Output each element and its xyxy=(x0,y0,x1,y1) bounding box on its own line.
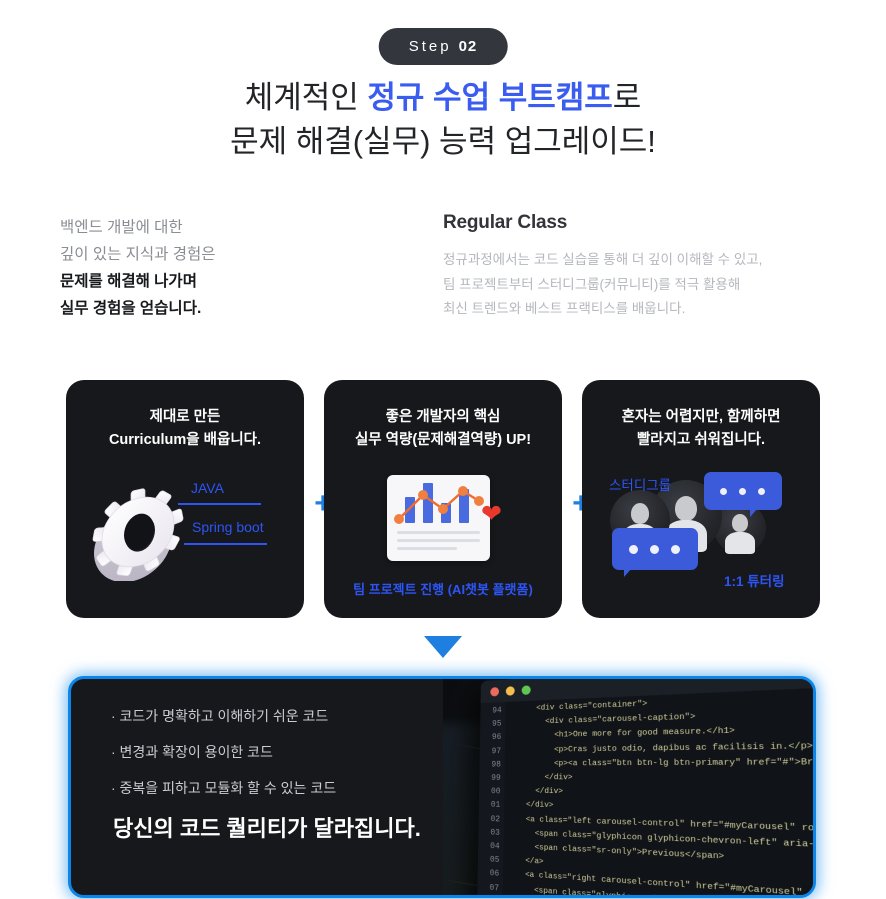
window-minimize-dot[interactable] xyxy=(505,686,515,696)
chart-text-line-2 xyxy=(397,539,480,542)
card-3-title: 혼자는 어렵지만, 함께하면 빨라지고 쉬워집니다. xyxy=(582,406,820,453)
step-badge-number: 02 xyxy=(458,38,478,55)
arrow-down-icon xyxy=(424,636,462,658)
bullet-item-2: · 변경과 확장이 용이한 코드 xyxy=(111,744,273,760)
speech-bubble-2 xyxy=(704,472,782,517)
card-1-rule-spring xyxy=(184,543,267,545)
editor-code-content: <div class="container"> <div class="caro… xyxy=(525,700,816,898)
intro-left-strong-line-2: 실무 경험을 얻습니다. xyxy=(60,300,202,318)
card-1-label-spring: Spring boot xyxy=(192,519,264,535)
intro-left-strong-line-1: 문제를 해결해 나가며 xyxy=(60,273,197,291)
editor-line-numbers: 94 95 96 97 98 99 00 01 02 03 04 05 06 0… xyxy=(476,701,506,895)
code-quality-headline: 당신의 코드 퀄리티가 달라집니다. xyxy=(113,816,421,841)
headline-accent: 정규 수업 부트캠프 xyxy=(367,80,613,115)
card-2-title-line-1: 좋은 개발자의 핵심 xyxy=(385,409,501,425)
chart-bar-4 xyxy=(459,489,469,523)
speech-bubble-1 xyxy=(612,528,698,577)
regular-class-line-3: 최신 트렌드와 베스트 프랙티스를 배웁니다. xyxy=(443,301,686,317)
card-1-title-line-2: Curriculum을 배웁니다. xyxy=(108,432,262,449)
card-2-title-line-2: 실무 역량(문제해결역량) UP! xyxy=(354,432,532,449)
feature-card-community[interactable]: 혼자는 어렵지만, 함께하면 빨라지고 쉬워집니다. xyxy=(582,380,820,618)
intro-right-block: Regular Class 정규과정에서는 코드 실습을 통해 더 깊이 이해할… xyxy=(443,212,762,322)
card-3-title-line-2: 빨라지고 쉬워집니다. xyxy=(636,432,766,449)
card-2-caption: 팀 프로젝트 진행 (AI챗봇 플랫폼) xyxy=(353,582,533,597)
page-title: 체계적인 정규 수업 부트캠프로 문제 해결(실무) 능력 업그레이드! xyxy=(0,76,886,164)
window-close-dot[interactable] xyxy=(490,687,500,697)
feature-card-curriculum[interactable]: 제대로 만든 Curriculum을 배웁니다. xyxy=(66,380,304,618)
headline-line1-pre: 체계적인 xyxy=(244,80,368,115)
code-quality-panel: 94 95 96 97 98 99 00 01 02 03 04 05 06 0… xyxy=(68,676,816,898)
chart-document-icon xyxy=(387,475,490,561)
bullet-item-1: · 코드가 명확하고 이해하기 쉬운 코드 xyxy=(111,708,329,724)
headline-line-2: 문제 해결(실무) 능력 업그레이드! xyxy=(230,124,656,160)
regular-class-line-1: 정규과정에서는 코드 실습을 통해 더 깊이 이해할 수 있고, xyxy=(443,252,763,267)
card-2-title: 좋은 개발자의 핵심 실무 역량(문제해결역량) UP! xyxy=(324,406,562,453)
window-maximize-dot[interactable] xyxy=(521,685,531,696)
card-1-title: 제대로 만든 Curriculum을 배웁니다. xyxy=(66,406,304,453)
intro-left-soft-line-1: 백엔드 개발에 대한 xyxy=(60,219,183,236)
card-1-rule-java xyxy=(178,503,261,505)
feature-card-row: 제대로 만든 Curriculum을 배웁니다. xyxy=(66,380,820,618)
card-1-label-java: JAVA xyxy=(191,480,224,496)
headline-line-1: 체계적인 정규 수업 부트캠프로 xyxy=(0,76,886,120)
chart-text-line-1 xyxy=(397,531,480,534)
intro-left-soft-line-2: 깊이 있는 지식과 경험은 xyxy=(60,246,216,264)
regular-class-title: Regular Class xyxy=(443,212,568,233)
intro-left-block: 백엔드 개발에 대한 깊이 있는 지식과 경험은 문제를 해결해 나가며 실무 … xyxy=(60,214,216,323)
chart-trend-line xyxy=(394,486,484,524)
heart-icon: ❤ xyxy=(481,500,502,528)
chart-bar-2 xyxy=(423,483,433,523)
code-editor-illustration: 94 95 96 97 98 99 00 01 02 03 04 05 06 0… xyxy=(443,679,816,898)
chart-bar-1 xyxy=(405,497,415,523)
step-badge: Step 02 xyxy=(378,28,508,65)
regular-class-line-2: 팀 프로젝트부터 스터디그룹(커뮤니티)를 적극 활용해 xyxy=(443,276,741,292)
headline-line1-post: 로 xyxy=(612,80,642,115)
gear-icon xyxy=(88,476,188,583)
avatar-3 xyxy=(714,502,766,554)
code-quality-bullet-list: · 코드가 명확하고 이해하기 쉬운 코드 · 변경과 확장이 용이한 코드 ·… xyxy=(111,709,336,817)
editor-window: 94 95 96 97 98 99 00 01 02 03 04 05 06 0… xyxy=(476,679,816,898)
bullet-item-3: · 중복을 피하고 모듈화 할 수 있는 코드 xyxy=(111,780,337,796)
card-3-label-tutoring: 1:1 튜터링 xyxy=(724,574,785,589)
card-3-title-line-1: 혼자는 어렵지만, 함께하면 xyxy=(621,409,781,425)
card-1-title-line-1: 제대로 만든 xyxy=(149,409,221,425)
chart-text-line-3 xyxy=(397,547,457,550)
feature-card-project[interactable]: 좋은 개발자의 핵심 실무 역량(문제해결역량) UP! xyxy=(324,380,562,618)
card-3-label-study-group: 스터디그룹 xyxy=(609,478,672,493)
step-badge-word: Step xyxy=(408,38,452,55)
